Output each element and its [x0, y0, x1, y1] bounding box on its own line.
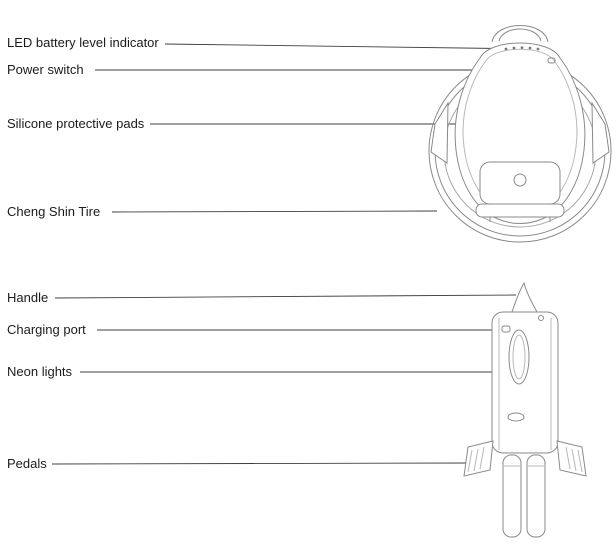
label-tire: Cheng Shin Tire	[7, 204, 101, 219]
label-charging-port: Charging port	[7, 322, 86, 337]
bracket-bolt	[513, 173, 527, 187]
rear-view-illustration	[463, 281, 587, 538]
left-side-pad	[430, 101, 449, 164]
label-neon-lights: Neon lights	[7, 364, 73, 379]
neon-light-slot-inner	[512, 334, 526, 380]
axle-cover-bar	[475, 203, 565, 218]
led-battery-indicator	[504, 46, 540, 51]
handle-fin	[511, 281, 538, 313]
charging-port	[501, 325, 511, 333]
label-led-battery-indicator: LED battery level indicator	[7, 35, 159, 50]
pedal-right	[556, 440, 587, 477]
front-view-illustration	[428, 25, 612, 243]
label-handle: Handle	[7, 290, 49, 305]
neon-light-slot	[508, 329, 530, 385]
pedal-bracket-plate	[479, 161, 561, 205]
pedal-left-tread	[467, 446, 485, 473]
leader-line-led-battery-indicator	[164, 43, 537, 50]
leader-line-pedals	[51, 462, 469, 465]
power-switch	[547, 57, 556, 64]
label-pedals: Pedals	[7, 456, 47, 471]
right-side-pad	[591, 101, 610, 164]
leader-line-tire	[111, 210, 438, 213]
leader-line-handle	[54, 294, 517, 299]
label-power-switch: Power switch	[7, 62, 84, 77]
pedal-left	[463, 440, 494, 477]
label-silicone-pads: Silicone protective pads	[7, 116, 145, 131]
carry-handle-outer	[491, 25, 549, 43]
pedal-right-tread	[565, 446, 583, 473]
wheel-leg-left	[502, 454, 522, 538]
body-vent	[507, 412, 525, 422]
wheel-leg-right	[526, 454, 546, 538]
rear-body	[491, 311, 559, 454]
carry-handle-inner	[498, 28, 542, 42]
handle-pivot	[538, 315, 544, 321]
